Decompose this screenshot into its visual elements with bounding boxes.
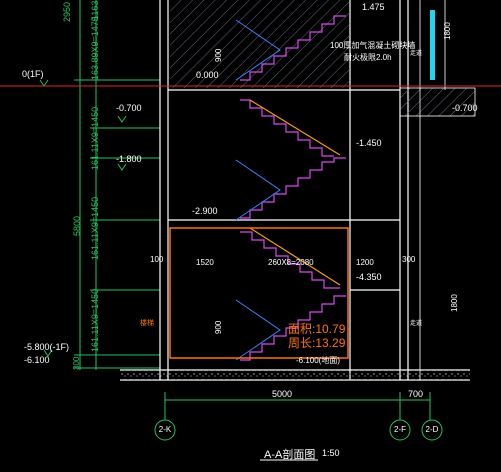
bottom-dimension-lines	[164, 392, 431, 420]
left-level-markers	[39, 79, 127, 357]
stair-flights	[240, 15, 346, 361]
hatched-upper-region	[170, 0, 350, 88]
ground-slab	[120, 370, 470, 380]
selection-rectangle[interactable]	[169, 227, 349, 359]
left-dimension-lines	[74, 0, 160, 370]
right-structure	[399, 0, 476, 380]
blue-guide-lines	[235, 19, 281, 361]
axis-bubbles	[154, 419, 443, 441]
